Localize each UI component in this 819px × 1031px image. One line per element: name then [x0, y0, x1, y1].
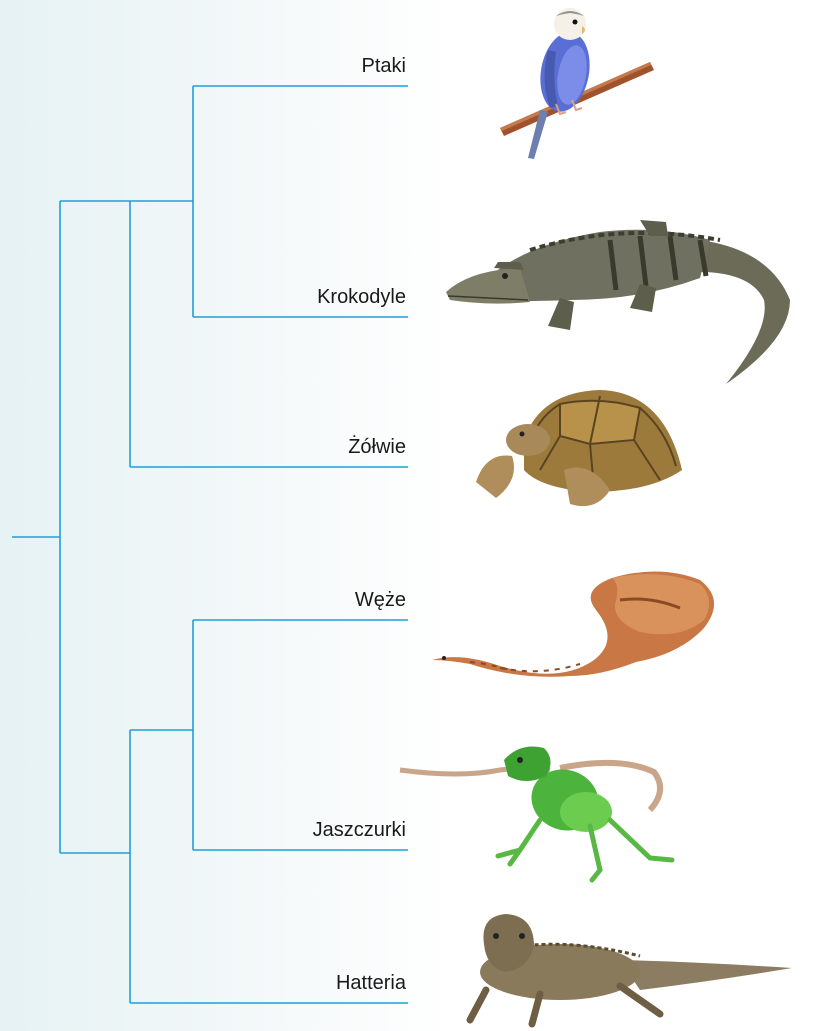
- label-weze: Węże: [355, 589, 406, 611]
- label-zolwie: Żółwie: [348, 435, 406, 458]
- tortoise-icon: [476, 390, 682, 506]
- label-krokodyle: Krokodyle: [317, 286, 406, 308]
- cladogram-branches: [12, 86, 408, 1003]
- tuatara-icon: [470, 914, 792, 1024]
- budgerigar-icon: [500, 8, 654, 159]
- lizard-icon: [400, 747, 672, 881]
- crocodile-icon: [446, 220, 790, 384]
- label-ptaki: Ptaki: [362, 55, 406, 77]
- label-hatteria: Hatteria: [336, 972, 407, 994]
- taxon-labels: Ptaki Krokodyle Żółwie Węże Jaszczurki H…: [313, 55, 407, 994]
- label-jaszczurki: Jaszczurki: [313, 819, 406, 841]
- snake-icon: [432, 571, 714, 676]
